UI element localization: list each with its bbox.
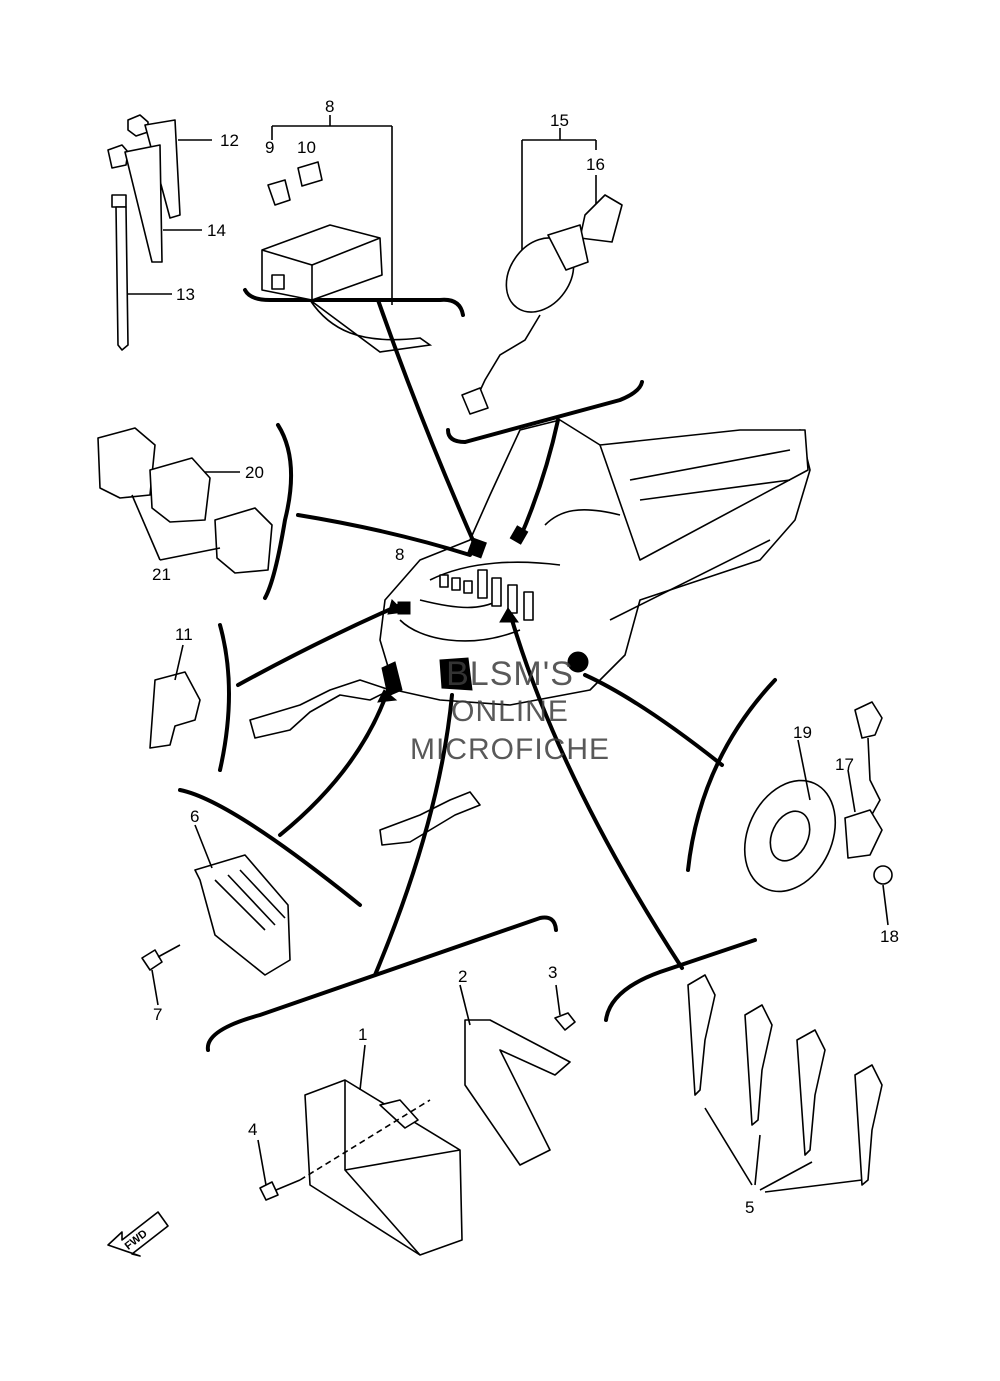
watermark: BLSM'S ONLINE MICROFICHE	[380, 655, 640, 769]
watermark-line-2: ONLINE	[451, 695, 569, 728]
pickup-group	[743, 701, 893, 926]
callout-14: 14	[207, 221, 226, 240]
callout-15: 15	[550, 111, 569, 130]
callout-21: 21	[152, 565, 171, 584]
callout-20: 20	[245, 463, 264, 482]
bracket-11	[149, 644, 201, 749]
main-switch-group	[461, 128, 623, 415]
callout-13: 13	[176, 285, 195, 304]
watermark-line-1: BLSM'S	[446, 655, 574, 693]
callout-11: 11	[175, 625, 193, 644]
callout-18: 18	[880, 927, 899, 946]
callout-4: 4	[248, 1120, 257, 1139]
engine-chassis-assembly	[249, 419, 811, 846]
callout-16: 16	[586, 155, 605, 174]
callout-labels: 1 2 3 4 5 6 7 8 8 9 10 11 12 13 14 15 16…	[152, 97, 899, 1217]
callout-7: 7	[153, 1005, 162, 1024]
fuse-box-group	[261, 115, 433, 353]
callout-8-engine: 8	[395, 545, 404, 564]
callout-1: 1	[358, 1025, 367, 1044]
callout-9: 9	[265, 138, 274, 157]
callout-17: 17	[835, 755, 854, 774]
rectifier-group	[141, 824, 291, 1006]
spark-plug-sockets	[439, 569, 534, 621]
callout-2: 2	[458, 967, 467, 986]
callout-12: 12	[220, 131, 239, 150]
callout-6: 6	[190, 807, 199, 826]
callout-10: 10	[297, 138, 316, 157]
ignition-coils-group	[687, 974, 883, 1193]
relays-group	[97, 427, 273, 574]
callout-19: 19	[793, 723, 812, 742]
watermark-line-3: MICROFICHE	[410, 733, 610, 766]
callout-8-top: 8	[325, 97, 334, 116]
callout-5: 5	[745, 1198, 754, 1217]
ecu-group	[257, 984, 576, 1256]
fwd-arrow-icon: FWD	[107, 1211, 169, 1257]
callout-3: 3	[548, 963, 557, 982]
cable-ties-group	[107, 114, 212, 351]
bracket-leaders	[178, 288, 777, 1052]
